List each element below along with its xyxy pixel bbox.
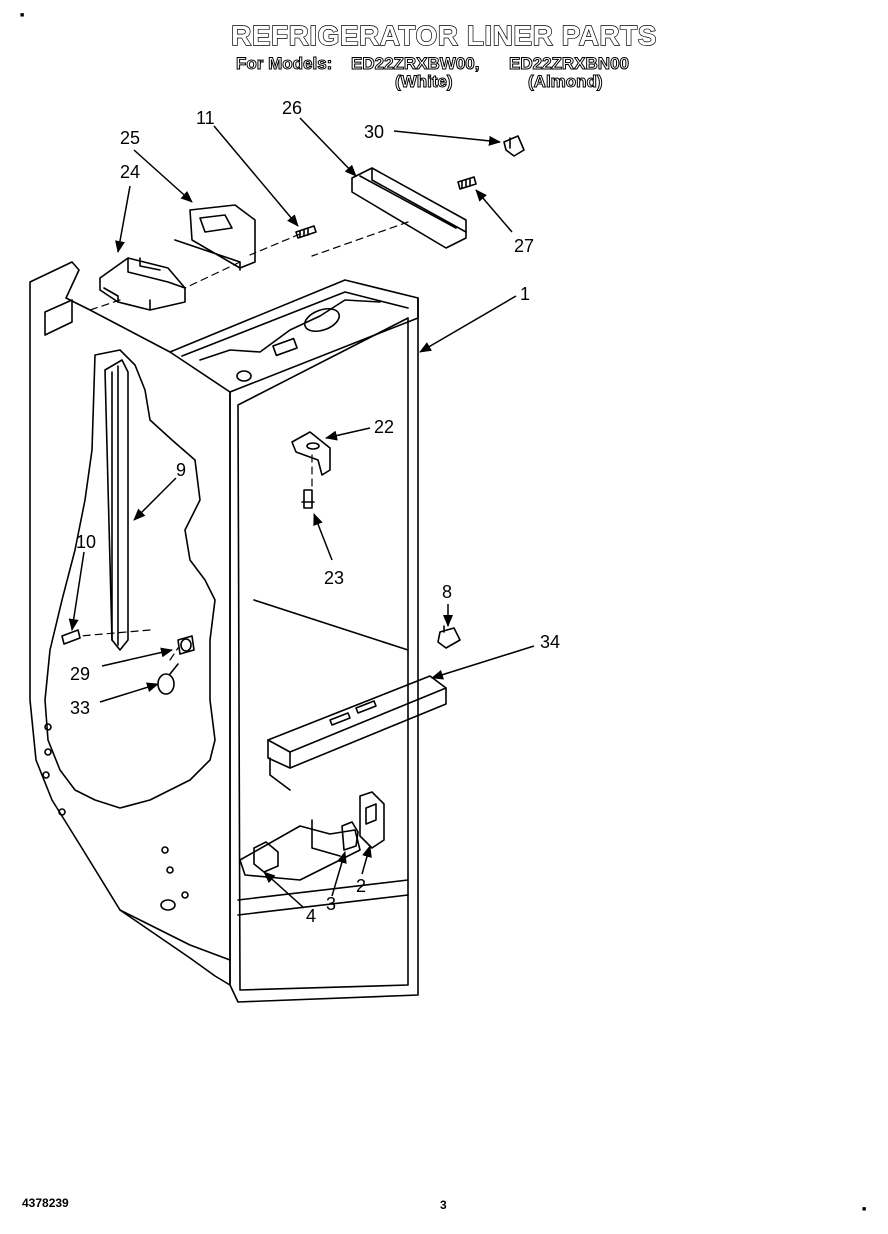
callout-23: 23: [324, 568, 344, 588]
callout-numbers: 25 24 11 26 30 27 1 22 23 9 10 29 33 8 3…: [70, 98, 560, 926]
callout-11: 11: [196, 108, 215, 128]
page-number: 3: [440, 1198, 447, 1212]
callout-4: 4: [306, 906, 316, 926]
callout-8: 8: [442, 582, 452, 602]
callout-25: 25: [120, 128, 140, 148]
variant-white: (White): [395, 72, 454, 92]
part-26-channel: [351, 167, 467, 249]
part-24-housing: [99, 257, 186, 311]
callout-9: 9: [176, 460, 186, 480]
alignment-lines: [79, 221, 409, 661]
corner-mark-bottom-right: ■: [862, 1206, 867, 1213]
corner-mark-top-left: ■: [20, 12, 25, 19]
page-title: REFRIGERATOR LINER PARTS: [230, 19, 657, 51]
callout-leaders: [68, 117, 535, 909]
part-34-channel: [267, 675, 447, 791]
callout-1: 1: [520, 284, 530, 304]
callout-29: 29: [70, 664, 90, 684]
document-number: 4378239: [22, 1196, 69, 1210]
part-3-clip: [341, 821, 359, 851]
part-8-stud: [437, 625, 461, 649]
part-10-screw: [61, 629, 81, 645]
callout-34: 34: [540, 632, 560, 652]
liner-body: [29, 261, 419, 1003]
callout-24: 24: [120, 162, 140, 182]
callout-10: 10: [76, 532, 96, 552]
part-30-clip: [503, 135, 525, 157]
models-label: For Models:: [235, 54, 333, 74]
model-number-almond: ED22ZRXBN00: [509, 54, 630, 74]
part-4-block: [253, 841, 279, 873]
callout-30: 30: [364, 122, 384, 142]
callout-33: 33: [70, 698, 90, 718]
part-11-screw: [295, 225, 317, 239]
part-29-socket: [177, 635, 195, 655]
callout-27: 27: [514, 236, 534, 256]
part-27-screw: [457, 176, 477, 190]
callout-22: 22: [374, 417, 394, 437]
part-2-bracket: [359, 791, 385, 849]
callout-2: 2: [356, 876, 366, 896]
callout-26: 26: [282, 98, 302, 118]
part-25-bracket: [174, 204, 256, 271]
part-23-screw: [301, 489, 315, 509]
part-9-rail: [104, 359, 129, 651]
model-number-white: ED22ZRXBW00,: [350, 54, 480, 74]
part-22-bracket: [291, 431, 331, 476]
variant-almond: (Almond): [528, 72, 604, 92]
part-33-bulb: [157, 663, 179, 695]
callout-3: 3: [326, 894, 336, 914]
